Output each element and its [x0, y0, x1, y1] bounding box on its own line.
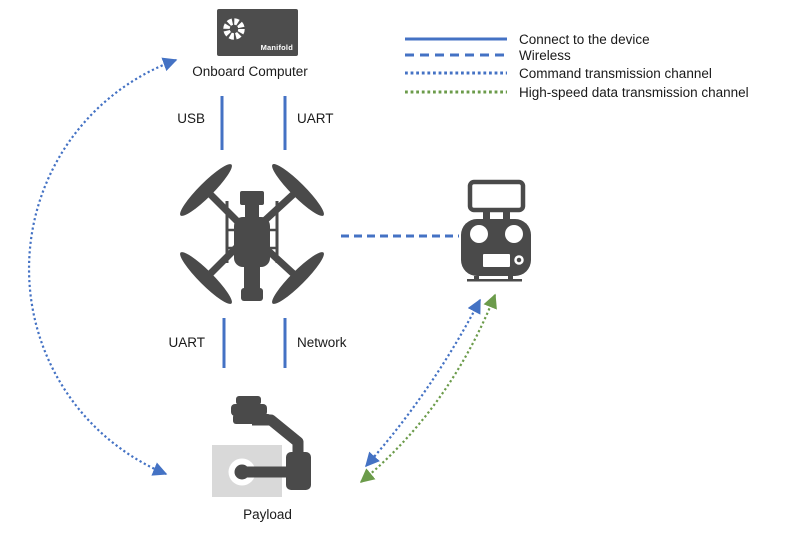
network-port-label: Network — [297, 335, 347, 350]
controller-right-stick — [505, 225, 523, 243]
controller-screen — [467, 179, 526, 213]
controller-dial — [514, 255, 524, 265]
dotted-blue-line-sample — [405, 71, 507, 75]
drone-propeller — [272, 164, 324, 216]
drone-bottom-plate — [241, 288, 263, 301]
dotted-green-line-sample — [405, 90, 507, 94]
onboard-computer-label: Onboard Computer — [192, 64, 308, 79]
remote-controller-icon — [461, 179, 531, 282]
legend-item-label: Connect to the device — [519, 31, 650, 47]
drone-neck — [245, 203, 259, 221]
gimbal-camera-icon — [212, 396, 311, 497]
usb-port-label: USB — [177, 111, 205, 126]
controller-display — [483, 254, 510, 267]
manifold-computer-icon: Manifold — [217, 9, 298, 56]
manifold-logo-icon — [223, 18, 245, 40]
uart-top-port-label: UART — [297, 111, 334, 126]
controller-foot — [474, 276, 479, 279]
payload-damper-disc — [231, 404, 267, 416]
payload-axis-bar — [242, 466, 290, 478]
dashed-line-sample — [405, 53, 507, 57]
drone-body — [234, 217, 270, 267]
legend-item: High-speed data transmission channel — [405, 83, 749, 101]
legend-item: Wireless — [405, 46, 571, 64]
command-channel-right-curve — [365, 298, 481, 468]
command-channel-left-curve — [27, 57, 178, 476]
drone-propeller — [272, 252, 324, 304]
controller-foot — [508, 276, 513, 279]
uart-bottom-port-label: UART — [168, 335, 205, 350]
payload-top-disc — [236, 396, 261, 405]
payload-mount-plate — [233, 414, 271, 424]
legend-item: Command transmission channel — [405, 64, 712, 82]
drone-top-plate — [240, 191, 264, 205]
controller-screen-mount — [503, 211, 510, 220]
drone-tail — [244, 263, 260, 291]
payload-label: Payload — [243, 507, 292, 522]
manifold-badge: Manifold — [260, 43, 293, 52]
legend-item-label: Command transmission channel — [519, 65, 712, 81]
data-channel-curve — [359, 293, 497, 483]
legend-item-label: Wireless — [519, 47, 571, 63]
controller-left-stick — [470, 225, 488, 243]
drone-propeller — [180, 164, 232, 216]
drone-propeller — [180, 252, 232, 304]
legend-item: Connect to the device — [405, 30, 650, 48]
solid-line-sample — [405, 37, 507, 41]
payload-lens-hub — [234, 464, 250, 480]
legend-item-label: High-speed data transmission channel — [519, 84, 749, 100]
quadcopter-icon — [180, 164, 324, 304]
payload-motor-block — [286, 452, 311, 490]
controller-body — [461, 219, 531, 276]
controller-base — [467, 279, 522, 282]
controller-screen-mount — [483, 211, 490, 220]
